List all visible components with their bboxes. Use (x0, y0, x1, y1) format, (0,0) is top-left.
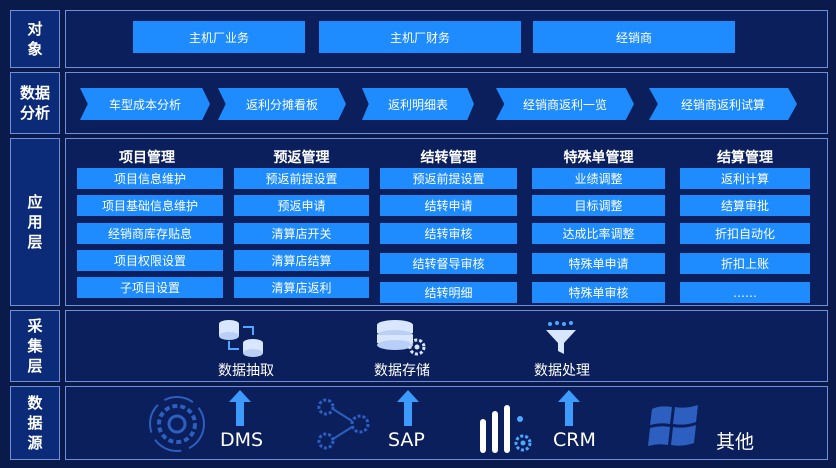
funnel-icon (546, 321, 576, 354)
layer-label-char: 采 (27, 317, 43, 335)
app-item: 项目基础信息维护 (77, 195, 223, 216)
app-column-title: 结转管理 (420, 150, 477, 166)
app-column-title: 特殊单管理 (563, 150, 634, 166)
app-item: 清算店返利 (234, 277, 369, 298)
app-item: 子项目设置 (77, 277, 223, 298)
layer-label-char: 象 (27, 40, 43, 58)
collect-label: 数据处理 (534, 363, 590, 379)
analysis-chevron: 返利明细表 (362, 88, 474, 120)
gear-circle-icon (149, 396, 205, 452)
app-item: 折扣自动化 (680, 223, 810, 244)
up-arrow-icon (397, 390, 419, 426)
analysis-chevron: 经销商返利一览 (496, 88, 634, 120)
app-item: 结转明细 (380, 282, 517, 303)
app-item: 返利计算 (680, 168, 810, 189)
app-item: 结转督导审核 (380, 253, 517, 274)
collect-label: 数据抽取 (218, 363, 274, 379)
layer-label-char: 据 (27, 414, 43, 432)
layer-label-char: 源 (27, 434, 43, 452)
layer-object: 主机厂业务 主机厂财务 经销商 (65, 10, 828, 68)
app-item: 折扣上账 (680, 253, 810, 274)
database-transfer-icon (219, 320, 263, 357)
layer-label-char: 数 (27, 394, 43, 412)
app-column-title: 结算管理 (717, 150, 773, 166)
object-box: 经销商 (533, 21, 735, 53)
layer-label-char: 对 (27, 20, 43, 38)
app-item: 清算店开关 (234, 223, 369, 244)
app-item: 项目信息维护 (77, 168, 223, 189)
object-box: 主机厂财务 (319, 21, 521, 53)
app-item: 特殊单申请 (532, 253, 665, 274)
layer-label-collect: 采 集 层 (10, 310, 60, 382)
app-item: 预返前提设置 (380, 168, 517, 189)
app-item: 项目权限设置 (77, 250, 223, 271)
layer-label-char: 应 (27, 193, 43, 211)
source-label: SAP (388, 429, 425, 451)
layer-label-char: 集 (27, 337, 43, 355)
layer-app: 项目管理 项目信息维护 项目基础信息维护 经销商库存贴息 项目权限设置 子项目设… (65, 138, 828, 306)
bar-gear-icon (480, 405, 532, 453)
layer-label-app: 应 用 层 (10, 138, 60, 306)
analysis-chevron: 车型成本分析 (80, 88, 210, 120)
database-storage-icon (377, 320, 426, 356)
app-column-title: 项目管理 (119, 150, 175, 166)
layer-label-object: 对 象 (10, 10, 60, 68)
app-item: 达成比率调整 (532, 223, 665, 244)
app-item: 目标调整 (532, 195, 665, 216)
app-item: 经销商库存贴息 (77, 223, 223, 244)
layer-label-char: 层 (27, 357, 43, 375)
up-arrow-icon (229, 390, 251, 426)
app-item: 特殊单审核 (532, 282, 665, 303)
source-label: 其他 (716, 431, 755, 453)
collect-label: 数据存储 (374, 363, 430, 379)
layer-analysis: 车型成本分析 返利分摊看板 返利明细表 经销商返利一览 经销商返利试算 (65, 72, 828, 134)
layer-label-analysis: 数据 分析 (10, 72, 60, 134)
app-item: …… (680, 282, 810, 303)
app-item: 结转审核 (380, 223, 517, 244)
app-item: 清算店结算 (234, 250, 369, 271)
app-item: 预返前提设置 (234, 168, 369, 189)
analysis-chevron: 经销商返利试算 (649, 88, 797, 120)
source-label: DMS (220, 429, 264, 451)
app-item: 预返申请 (234, 195, 369, 216)
source-label: CRM (553, 429, 596, 451)
object-box: 主机厂业务 (133, 21, 305, 53)
layer-label-char: 用 (27, 213, 43, 231)
windows-logo-icon (648, 405, 698, 446)
gear-network-icon (317, 398, 370, 450)
up-arrow-icon (558, 390, 580, 426)
layer-collect: 数据抽取 数据存储 数据处理 (65, 310, 828, 382)
app-item: 结算审批 (680, 195, 810, 216)
layer-label-line: 数据 (19, 84, 50, 102)
app-item: 业绩调整 (532, 168, 665, 189)
app-item: 结转申请 (380, 195, 517, 216)
layer-label-char: 层 (27, 233, 43, 251)
layer-source: DMS SAP CRM (65, 386, 828, 460)
layer-label-source: 数 据 源 (10, 386, 60, 460)
layer-label-line: 分析 (19, 104, 50, 122)
analysis-chevron: 返利分摊看板 (218, 88, 346, 120)
app-column-title: 预返管理 (273, 150, 330, 166)
